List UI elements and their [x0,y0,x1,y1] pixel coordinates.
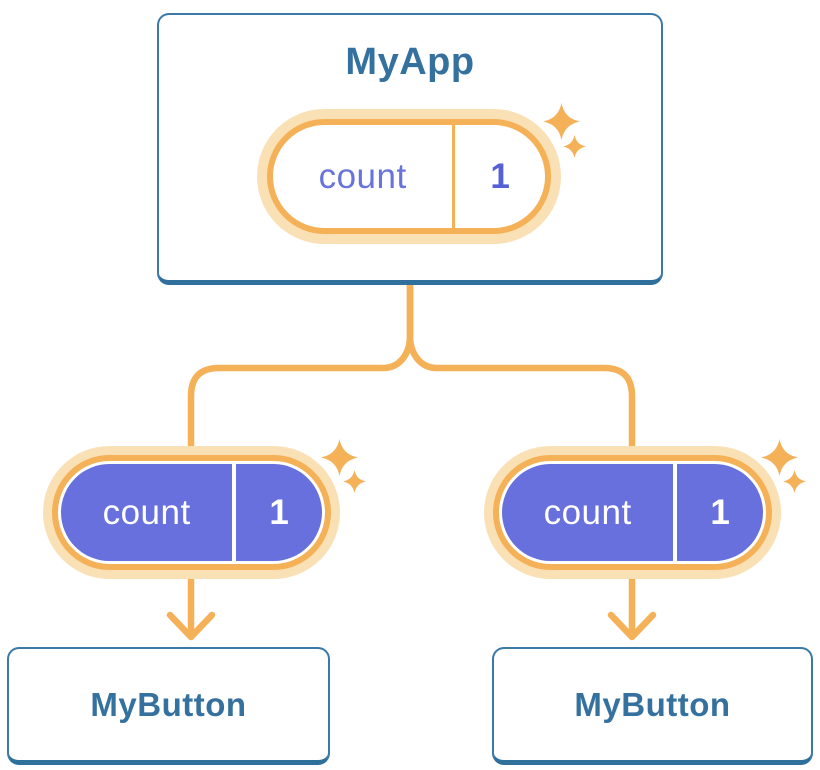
state-name-segment: count [273,125,452,228]
prop-value-segment: 1 [677,464,763,561]
component-title: MyButton [90,685,247,723]
state-pill: count 1 [257,109,561,244]
pill-divider [673,464,678,561]
prop-pill-left: count 1 [43,446,340,579]
prop-pill-ring: count 1 [52,455,331,570]
sparkle-icon [321,439,358,476]
state-value-segment: 1 [455,125,545,228]
sparkle-icon [783,470,806,493]
state-pill-ring: count 1 [267,119,551,234]
prop-pill-body: count 1 [502,464,763,561]
tree-branch-right [406,279,636,638]
state-name-label: count [318,156,407,196]
arrow-down-icon [166,611,216,641]
state-pill-body: count 1 [273,125,545,228]
sparkle-icon [543,103,580,140]
component-title: MyApp [345,41,475,83]
sparkle-icon [563,135,586,158]
state-value-label: 1 [490,156,510,196]
prop-value-segment: 1 [236,464,322,561]
sparkle-icon [761,439,798,476]
pill-divider [452,125,456,228]
prop-name-segment: count [61,464,232,561]
prop-pill-ring: count 1 [493,455,772,570]
component-card-mybutton-left: MyButton [7,647,330,765]
arrow-down-icon [607,611,657,641]
prop-name-label: count [543,492,632,532]
sparkle-icon [343,470,366,493]
prop-name-label: count [102,492,191,532]
pill-divider [232,464,237,561]
prop-value-label: 1 [269,492,289,532]
component-card-myapp: MyApp count 1 [157,13,663,285]
prop-pill-right: count 1 [484,446,781,579]
component-card-mybutton-right: MyButton [492,647,813,765]
component-title: MyButton [574,685,731,723]
prop-name-segment: count [502,464,673,561]
prop-pill-body: count 1 [61,464,322,561]
prop-value-label: 1 [710,492,730,532]
